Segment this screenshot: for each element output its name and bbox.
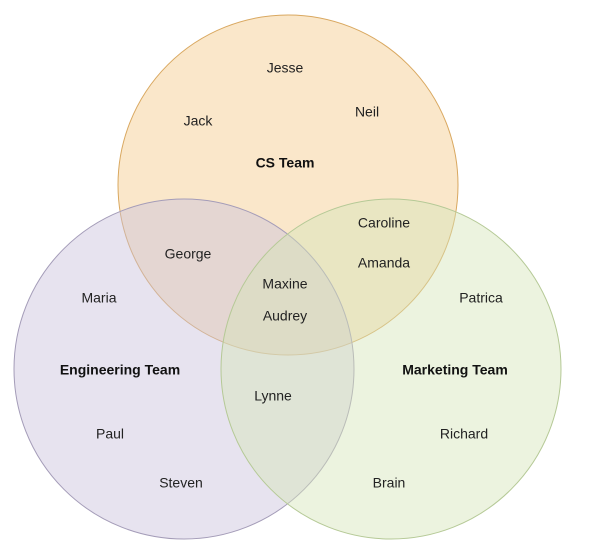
overlap-all-three-label: Maxine [262,276,307,292]
member-label: Jack [184,113,214,129]
engineering-team-circle [13,198,355,540]
marketing-team-circle [220,198,562,540]
member-label: Neil [355,104,379,120]
cs-team-title: CS Team [256,155,315,171]
member-label: Steven [159,475,203,491]
overlap-cs-marketing-label: Amanda [358,255,410,271]
overlap-all-three-label: Audrey [263,308,307,324]
member-label: Patrica [459,290,503,306]
member-label: Maria [81,290,116,306]
overlap-cs-marketing-label: Caroline [358,215,410,231]
marketing-team-title: Marketing Team [402,362,508,378]
member-label: Richard [440,426,488,442]
member-label: Paul [96,426,124,442]
overlap-engineering-marketing-label: Lynne [254,388,292,404]
member-label: Jesse [267,60,304,76]
overlap-cs-engineering-label: George [165,246,212,262]
engineering-team-title: Engineering Team [60,362,180,378]
member-label: Brain [373,475,406,491]
cs-team-circle [117,14,459,356]
